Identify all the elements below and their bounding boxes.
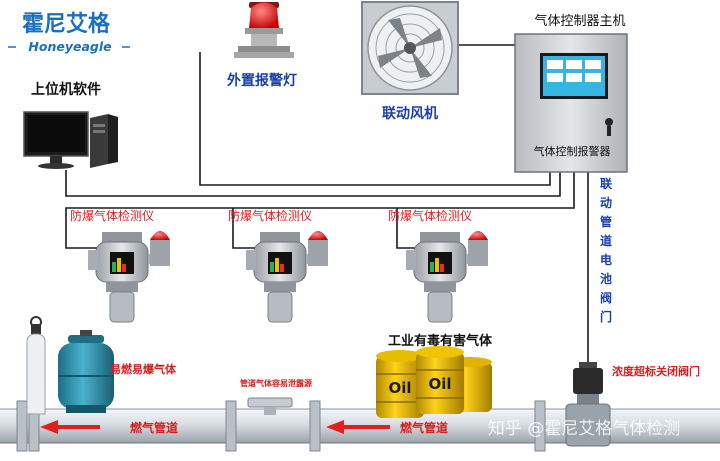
detector-body-icon [406, 232, 476, 323]
wire-host-software [65, 170, 561, 197]
shutoff-valve: 浓度超标关闭阀门 [565, 362, 700, 447]
label-external-alarm-light: 外置报警灯 [227, 72, 297, 89]
wire-detector-bus [65, 172, 575, 249]
vchar-7: 阀 [600, 291, 612, 305]
flow-arrow-1 [40, 420, 100, 434]
label-detector: 防爆气体检测仪 [228, 208, 312, 223]
gas-detector-1: 防爆气体检测仪 [70, 208, 170, 323]
wire-alarm-light [199, 52, 551, 186]
oil-barrel-left-icon: Oil [376, 350, 424, 418]
vchar-3: 管 [600, 214, 612, 229]
detector-alarm-icon [468, 231, 488, 266]
key-lock-icon [605, 118, 613, 136]
vchar-6: 池 [600, 271, 612, 286]
vchar-8: 门 [600, 309, 612, 324]
host-computer: 上位机软件 [23, 81, 118, 169]
company-logo: 霍尼艾格 Honeyeagle [8, 11, 130, 54]
detector-alarm-icon [150, 231, 170, 266]
label-gas-pipeline-1: 燃气管道 [130, 420, 178, 435]
pipe-valve-icon [247, 397, 293, 415]
pipe-flanges [16, 400, 546, 452]
oil-barrel-right-icon: Oil [416, 346, 464, 414]
lpg-tank-icon [58, 330, 114, 413]
label-linked-valve: 联 动 管 道 电 池 阀 门 [600, 177, 616, 324]
detector-alarm-icon [308, 231, 328, 266]
logo-english: Honeyeagle [28, 39, 111, 54]
oil-barrels: 工业有毒有害气体 Oil Oil [376, 333, 493, 418]
vchar-2: 动 [600, 196, 612, 210]
label-pipe-leak-source: 管道气体容易泄露源 [240, 378, 312, 388]
alarm-light-icon [234, 2, 294, 58]
watermark: 知乎 @霍尼艾格气体检测 [488, 419, 680, 439]
controller-screen [540, 53, 608, 99]
linked-valve-vertical-label: 联 动 管 道 电 池 阀 门 [600, 177, 616, 324]
detectors: 防爆气体检测仪 防爆气体检测仪 防爆气体检测仪 [70, 208, 488, 323]
linked-fan: 联动风机 [361, 1, 459, 122]
label-controller-host: 气体控制器主机 [534, 13, 625, 29]
gas-detector-3: 防爆气体检测仪 [388, 208, 488, 323]
external-alarm-light: 外置报警灯 [227, 2, 297, 89]
label-toxic-gas: 工业有毒有害气体 [388, 333, 493, 349]
label-detector: 防爆气体检测仪 [388, 208, 472, 223]
vchar-5: 电 [600, 252, 612, 267]
label-shutoff-valve: 浓度超标关闭阀门 [612, 364, 700, 378]
flow-arrows [40, 420, 390, 434]
label-host-software: 上位机软件 [31, 81, 101, 98]
fan-icon [361, 1, 459, 95]
label-gas-pipeline-2: 燃气管道 [400, 420, 448, 435]
small-gas-cylinder-icon [26, 316, 46, 415]
monitor-icon [23, 111, 89, 169]
gas-controller-host: 气体控制器主机 气体控制报警器 [514, 13, 628, 173]
barrel-oil-label-1: Oil [388, 379, 411, 397]
wire-detector-2 [232, 208, 258, 249]
controller-cabinet [514, 33, 628, 173]
detector-body-icon [88, 232, 158, 323]
solenoid-valve-icon [565, 362, 611, 447]
wiring [65, 44, 589, 378]
flow-arrow-2 [326, 420, 390, 434]
pc-tower-icon [90, 114, 118, 168]
detector-body-icon [246, 232, 316, 323]
label-detector: 防爆气体检测仪 [70, 208, 154, 223]
barrel-oil-label-2: Oil [428, 375, 451, 393]
logo-chinese: 霍尼艾格 [22, 11, 111, 37]
gas-detector-2: 防爆气体检测仪 [228, 208, 328, 323]
vchar-4: 道 [600, 233, 612, 248]
label-controller-plate: 气体控制报警器 [534, 144, 611, 158]
vchar-1: 联 [600, 177, 612, 191]
gas-cylinders: 易燃易爆气体 [26, 316, 177, 415]
label-linked-fan: 联动风机 [382, 105, 438, 122]
label-flammable-gas: 易燃易爆气体 [110, 362, 177, 376]
wire-detector-3 [396, 208, 418, 249]
